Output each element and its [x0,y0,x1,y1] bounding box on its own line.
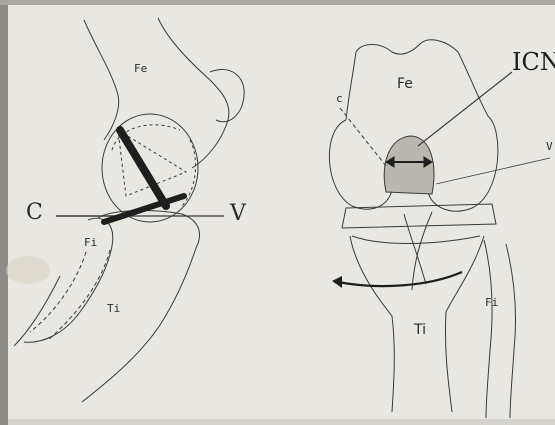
paper-background [4,4,555,419]
right-tibia-label: Ti [414,322,426,338]
left-v-label: V [230,201,246,226]
left-c-label: C [26,200,43,225]
left-tibia-label: Ti [107,302,120,315]
right-icn-label: ICN [512,48,555,76]
left-femur-label: Fe [134,62,147,75]
right-fibula-label: Fi [485,296,498,309]
left-fibula-label: Fi [84,236,97,249]
right-femur-label: Fe [397,76,413,92]
right-v-label: V [546,140,553,153]
right-c-label: c [336,92,343,105]
photo-edge-top [0,0,555,5]
photo-edge [0,0,8,425]
paper-stain [6,256,50,284]
